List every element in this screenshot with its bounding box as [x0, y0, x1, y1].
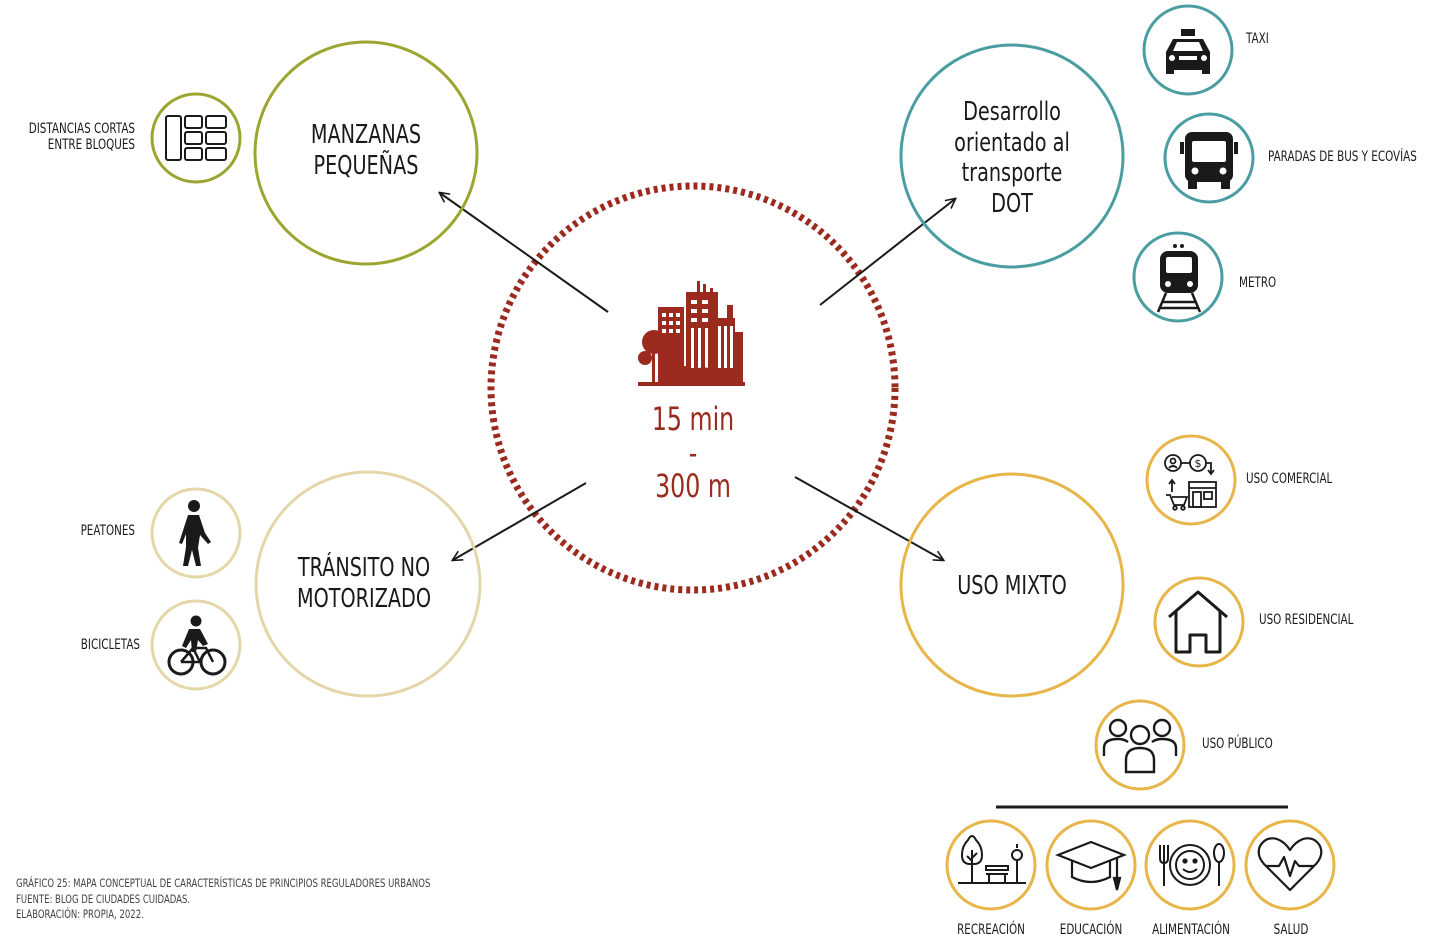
- figure-source: FUENTE: BLOG DE CIUDADES CUIDADAS.: [16, 891, 191, 906]
- dot-label: Desarrollo orientado al transporte DOT: [923, 97, 1101, 220]
- educacion-label: EDUCACIÓN: [1059, 922, 1123, 938]
- center-time-label: 15 min: [651, 400, 735, 438]
- bicicletas-circle: [150, 599, 242, 691]
- manzanas-label-line1: MANZANAS: [310, 120, 422, 150]
- comercial-circle: [1145, 434, 1237, 526]
- peatones-circle: [150, 487, 242, 579]
- transito-circle: [254, 470, 482, 698]
- metro-train-icon: [1156, 244, 1202, 313]
- dot-label-line4: DOT: [991, 189, 1033, 220]
- dot-label-line3: transporte: [961, 158, 1063, 189]
- taxi-icon: [1166, 29, 1210, 74]
- uso-mixto-label-line1: USO MIXTO: [957, 571, 1067, 601]
- metro-circle: [1132, 231, 1224, 323]
- recreacion-circle: [945, 819, 1037, 911]
- salud-circle: [1244, 819, 1336, 911]
- figure-authorship: ELABORACIÓN: PROPIA, 2022.: [16, 907, 144, 922]
- pedestrian-icon: [179, 500, 211, 566]
- alimentacion-label: ALIMENTACIÓN: [1152, 922, 1230, 938]
- distancias-label-line2: ENTRE BLOQUES: [47, 137, 135, 154]
- manzanas-label-line2: PEQUEÑAS: [313, 150, 419, 181]
- uso-mixto-label: USO MIXTO: [923, 571, 1101, 602]
- metro-label: METRO: [1239, 275, 1277, 291]
- dot-label-line2: orientado al: [954, 127, 1070, 158]
- educacion-circle: [1045, 819, 1137, 911]
- taxi-label: TAXI: [1246, 31, 1269, 47]
- people-group-icon: [1102, 718, 1178, 774]
- center-distance-label: 300 m: [655, 467, 731, 506]
- svg-text:$: $: [1195, 457, 1202, 470]
- taxi-circle: [1142, 4, 1234, 96]
- recreacion-label: RECREACIÓN: [957, 922, 1025, 938]
- house-icon: [1168, 590, 1228, 654]
- center-dotted-circle: [487, 182, 899, 594]
- center-label: 15 min - 300 m: [619, 400, 767, 506]
- bus-label: PARADAS DE BUS Y ECOVÍAS: [1268, 149, 1417, 165]
- arrow-to-manzanas: [440, 193, 609, 313]
- comercial-label: USO COMERCIAL: [1246, 471, 1333, 487]
- distancias-label-line1: DISTANCIAS CORTAS: [28, 121, 136, 137]
- city-buildings-icon: [638, 281, 745, 386]
- peatones-label: PEATONES: [80, 523, 135, 539]
- commerce-icon: $: [1164, 454, 1217, 511]
- bus-circle: [1163, 112, 1255, 204]
- park-icon: [958, 835, 1026, 884]
- figure-caption: GRÁFICO 25: MAPA CONCEPTUAL DE CARACTERÍ…: [16, 876, 431, 890]
- city-blocks-icon: [165, 115, 227, 161]
- distancias-label: DISTANCIAS CORTAS ENTRE BLOQUES: [0, 121, 135, 153]
- alimentacion-circle: [1144, 819, 1236, 911]
- residencial-label: USO RESIDENCIAL: [1259, 612, 1354, 628]
- bicicletas-label: BICICLETAS: [80, 637, 140, 653]
- plate-cutlery-icon: [1159, 843, 1225, 886]
- uso-mixto-circle: [899, 472, 1125, 698]
- cyclist-icon: [167, 615, 227, 676]
- dot-label-line1: Desarrollo: [963, 97, 1061, 127]
- center-separator: -: [688, 433, 698, 472]
- residencial-circle: [1153, 576, 1245, 668]
- publico-circle: [1094, 699, 1186, 791]
- transito-label-line2: MOTORIZADO: [297, 583, 431, 614]
- figure-credits: GRÁFICO 25: MAPA CONCEPTUAL DE CARACTERÍ…: [16, 876, 430, 923]
- graduation-cap-icon: [1054, 840, 1128, 891]
- arrow-to-dot: [819, 199, 955, 306]
- dot-circle: [899, 43, 1125, 269]
- distancias-circle: [150, 92, 242, 184]
- manzanas-label: MANZANAS PEQUEÑAS: [277, 120, 455, 181]
- bus-icon: [1180, 132, 1238, 189]
- heartbeat-icon: [1257, 837, 1323, 892]
- arrow-to-uso-mixto: [794, 476, 943, 560]
- manzanas-circle: [253, 40, 479, 266]
- salud-label: SALUD: [1273, 922, 1309, 938]
- transito-label: TRÁNSITO NO MOTORIZADO: [275, 553, 453, 614]
- publico-label: USO PÚBLICO: [1202, 736, 1273, 752]
- transito-label-line1: TRÁNSITO NO: [297, 553, 431, 583]
